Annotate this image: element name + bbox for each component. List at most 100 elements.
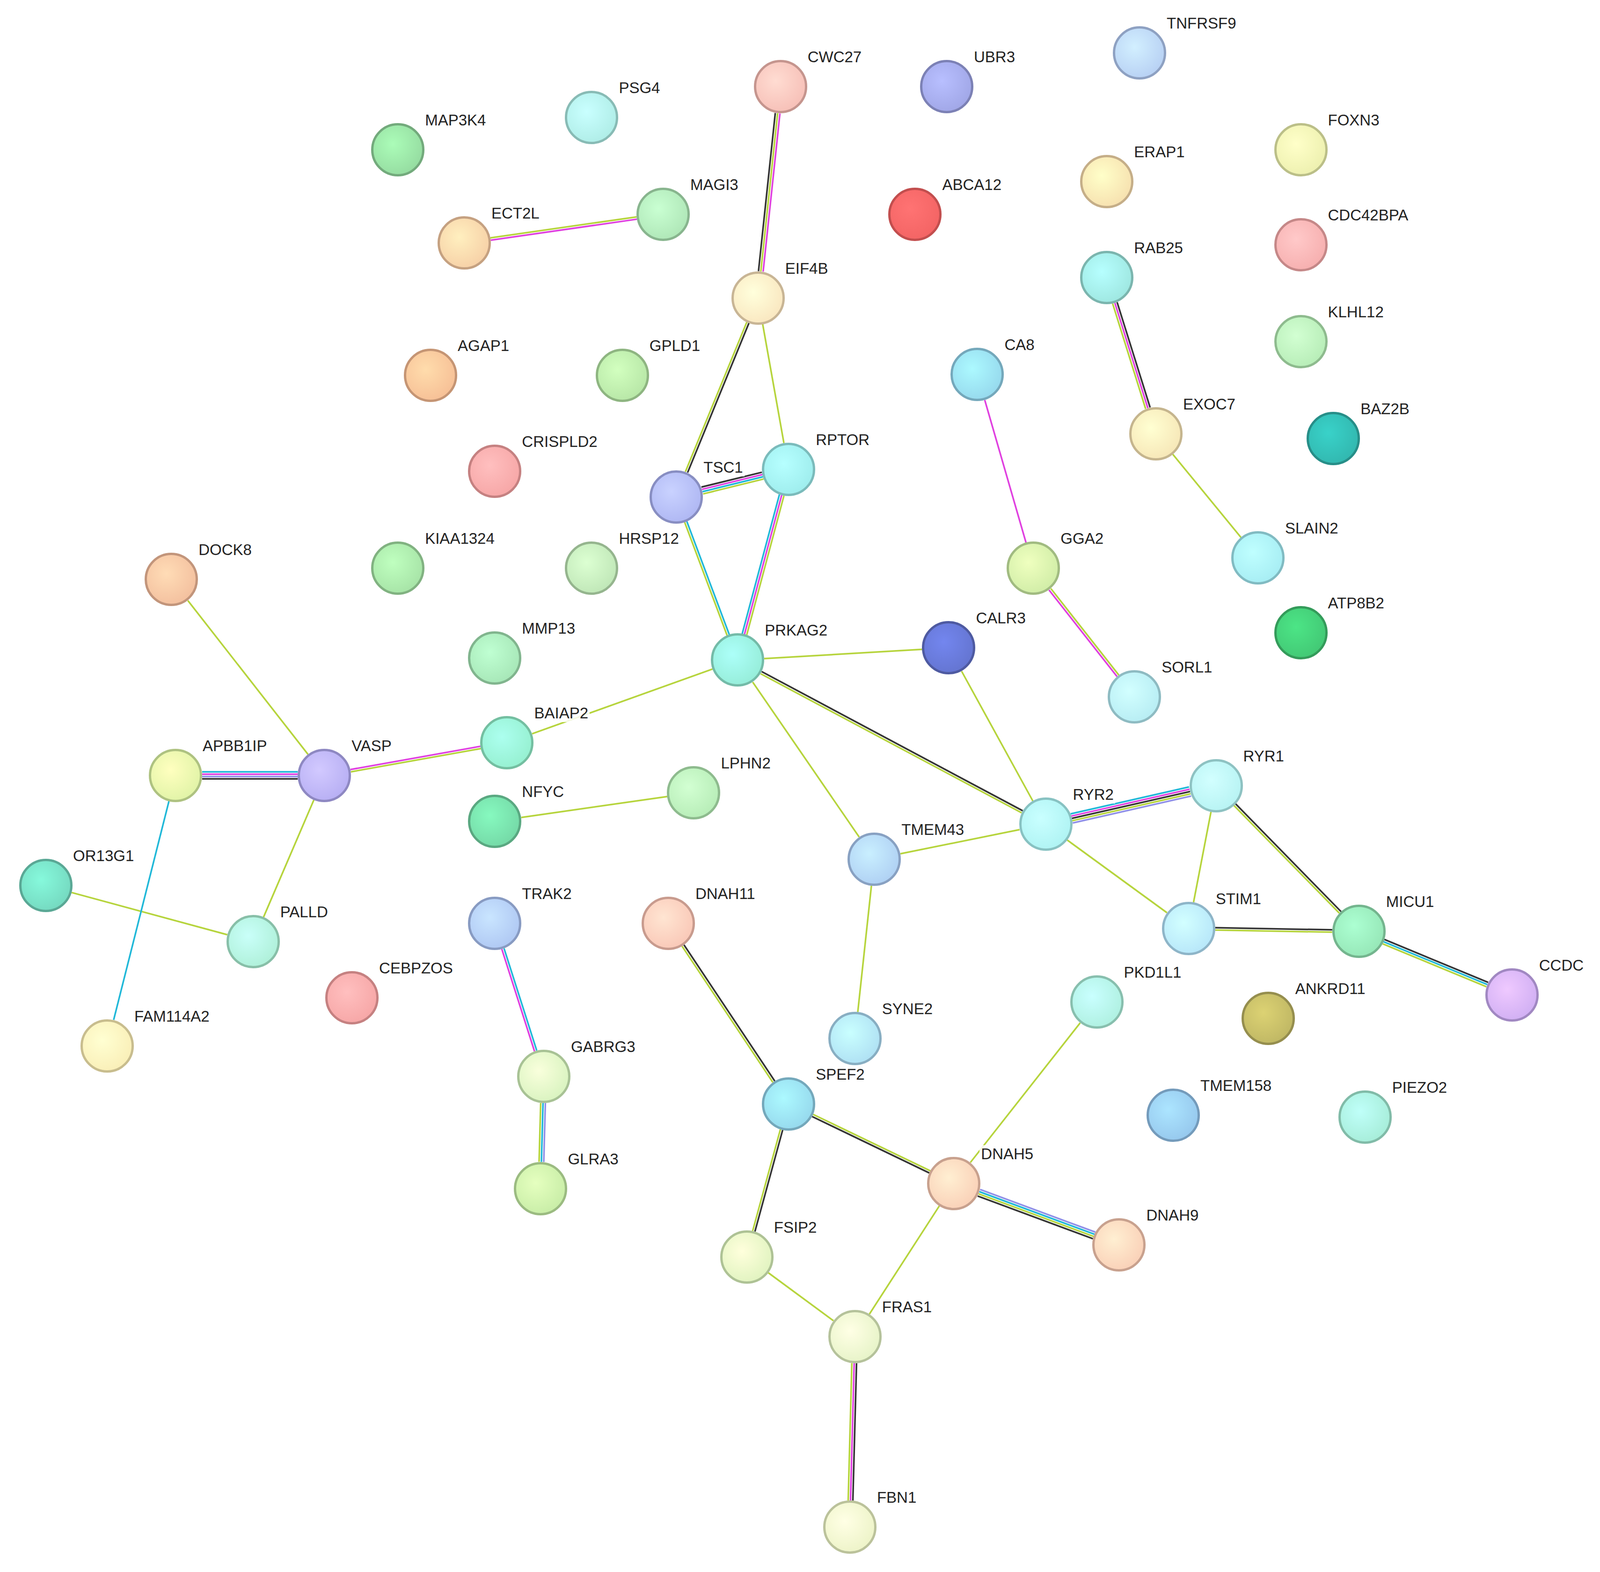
protein-node: ABCA12: [888, 187, 942, 242]
protein-label: CDC42BPA: [1326, 206, 1411, 225]
protein-node: HRSP12: [564, 541, 619, 595]
protein-label: BAIAP2: [532, 704, 590, 723]
protein-label: EIF4B: [783, 259, 830, 278]
interaction-edge-group: [263, 799, 315, 918]
interaction-edge-group: [113, 801, 169, 1020]
protein-node: MAP3K4: [371, 123, 425, 177]
interaction-edge: [1193, 811, 1211, 903]
protein-label: MMP13: [520, 619, 577, 638]
protein-node: RYR2: [1019, 797, 1073, 851]
interaction-edge: [1215, 927, 1333, 930]
protein-node: SPEF2: [761, 1077, 816, 1131]
protein-label: GLRA3: [566, 1150, 620, 1169]
protein-node: CA8: [950, 347, 1004, 402]
protein-label: MICU1: [1384, 892, 1436, 911]
protein-node: ATP8B2: [1274, 606, 1328, 660]
evidence-line: [744, 495, 782, 635]
protein-label: TRAK2: [520, 884, 573, 903]
protein-node: BAZ2B: [1306, 411, 1360, 466]
protein-node: SLAIN2: [1231, 531, 1285, 585]
evidence-line: [1215, 929, 1333, 932]
interaction-edge-group: [752, 1129, 783, 1232]
protein-node: TRAK2: [467, 896, 522, 950]
protein-node: TMEM158: [1146, 1088, 1200, 1142]
protein-label: RAB25: [1132, 239, 1185, 257]
interaction-edge-group: [1112, 302, 1151, 410]
interaction-edge: [1172, 454, 1242, 538]
protein-node: DNAH5: [927, 1156, 981, 1211]
protein-label: APBB1IP: [201, 737, 269, 755]
protein-label: KLHL12: [1326, 303, 1386, 322]
interaction-edge: [754, 1129, 783, 1232]
evidence-line: [1114, 302, 1148, 409]
protein-label: DNAH9: [1144, 1206, 1200, 1225]
evidence-line: [760, 673, 1022, 813]
interaction-edge-group: [1067, 840, 1168, 913]
interaction-edge-group: [811, 1114, 931, 1173]
protein-label: ABCA12: [940, 175, 1003, 194]
protein-label: GPLD1: [648, 336, 702, 355]
protein-node: BAIAP2: [480, 715, 534, 770]
evidence-line: [978, 1193, 1094, 1237]
protein-label: FRAS1: [880, 1298, 934, 1316]
interaction-edge-group: [1172, 454, 1242, 538]
protein-label: MAP3K4: [423, 111, 488, 130]
interaction-edge-group: [501, 948, 537, 1052]
protein-label: PIEZO2: [1390, 1078, 1449, 1097]
protein-label: AGAP1: [456, 336, 511, 355]
protein-node: VASP: [297, 748, 351, 803]
protein-label: TMEM43: [899, 820, 966, 839]
evidence-line: [202, 778, 298, 781]
protein-label: OR13G1: [71, 847, 136, 865]
interaction-edge: [763, 113, 781, 272]
protein-node: KLHL12: [1274, 314, 1328, 369]
protein-node: KIAA1324: [371, 541, 425, 595]
protein-label: DNAH11: [694, 884, 757, 903]
interaction-edge-group: [857, 885, 872, 1012]
protein-label: KIAA1324: [423, 529, 497, 548]
protein-label: GGA2: [1059, 529, 1105, 548]
protein-label: DOCK8: [197, 540, 254, 559]
protein-node: AGAP1: [403, 348, 458, 402]
protein-node: NFYC: [467, 794, 522, 848]
evidence-line: [811, 1116, 929, 1174]
evidence-line: [702, 479, 764, 495]
protein-node: DNAH9: [1092, 1218, 1146, 1272]
interaction-edge-group: [768, 1272, 834, 1321]
interaction-edge: [813, 1114, 931, 1171]
protein-node: LPHN2: [666, 766, 721, 820]
protein-label: TNFRSF9: [1165, 14, 1238, 33]
protein-label: PRKAG2: [763, 621, 829, 640]
protein-node: DNAH11: [641, 896, 695, 950]
protein-label: ECT2L: [489, 204, 541, 223]
evidence-line: [702, 476, 763, 492]
protein-node: CEBPZOS: [325, 971, 379, 1025]
interaction-edge: [504, 948, 537, 1051]
protein-node: TSC1: [649, 470, 703, 524]
interaction-edge: [684, 944, 775, 1082]
interaction-edge-group: [71, 892, 227, 935]
protein-node: FRAS1: [828, 1309, 882, 1364]
protein-label: UBR3: [972, 48, 1017, 66]
protein-label: TMEM158: [1198, 1076, 1273, 1095]
interaction-edge: [970, 1022, 1081, 1163]
protein-label: PKD1L1: [1122, 963, 1184, 982]
interaction-edge-group: [760, 671, 1023, 813]
protein-node: CDC42BPA: [1274, 218, 1328, 272]
protein-label: CA8: [1002, 336, 1036, 354]
protein-node: TMEM43: [847, 832, 901, 886]
evidence-line: [752, 1129, 781, 1231]
protein-node: PIEZO2: [1338, 1090, 1392, 1144]
evidence-line: [847, 1363, 852, 1501]
interaction-edge-group: [539, 1103, 546, 1162]
protein-node: EIF4B: [731, 271, 785, 325]
protein-node: FOXN3: [1274, 123, 1328, 177]
protein-label: PSG4: [617, 79, 662, 97]
protein-label: TSC1: [701, 458, 745, 477]
protein-node: TNFRSF9: [1112, 26, 1167, 80]
interaction-edge-group: [187, 600, 308, 755]
protein-label: STIM1: [1214, 890, 1263, 908]
interaction-edge: [984, 400, 1026, 543]
protein-node: CCDC: [1485, 968, 1539, 1022]
evidence-line: [758, 112, 776, 271]
